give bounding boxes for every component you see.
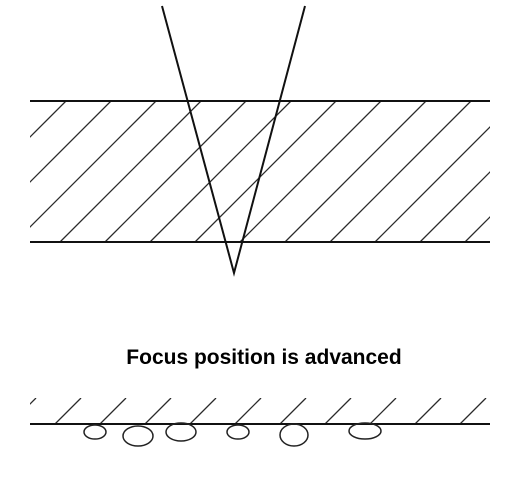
- hatch-line: [459, 398, 487, 424]
- hatch-line: [284, 101, 427, 242]
- workpiece-lower: [30, 398, 490, 447]
- hatch-line: [30, 398, 37, 405]
- bubble: [122, 425, 154, 447]
- hatch-line: [189, 398, 217, 424]
- hatch-line: [324, 398, 352, 424]
- hatch-line: [414, 398, 442, 424]
- bubble: [165, 422, 197, 442]
- hatch-line: [464, 216, 490, 242]
- hatch-line: [144, 398, 172, 424]
- hatch-line: [239, 101, 382, 242]
- hatch-line: [279, 398, 307, 424]
- hatch-line: [149, 101, 292, 242]
- bubble: [83, 424, 107, 440]
- hatch-line: [194, 101, 337, 242]
- laser-beam-cone: [161, 5, 306, 277]
- hatch-line: [234, 398, 262, 424]
- upper-hatch-pattern: [0, 101, 490, 242]
- hatch-line: [59, 101, 202, 242]
- hatch-line: [54, 398, 82, 424]
- hatch-line: [30, 101, 112, 183]
- hatch-line: [419, 171, 490, 242]
- bubble: [348, 422, 382, 440]
- hatch-line: [0, 101, 21, 242]
- caption-text: Focus position is advanced: [126, 346, 401, 369]
- lower-hatch-pattern: [30, 398, 487, 424]
- bubbles: [83, 422, 382, 447]
- bubble: [279, 423, 309, 447]
- hatch-line: [104, 101, 247, 242]
- hatch-line: [369, 398, 397, 424]
- hatch-line: [30, 101, 67, 138]
- beam-edges: [161, 5, 306, 277]
- hatch-line: [329, 101, 472, 242]
- hatch-line: [374, 126, 490, 242]
- hatch-line: [30, 101, 157, 228]
- workpiece-upper: [0, 100, 490, 243]
- bubble: [226, 424, 250, 440]
- hatch-line: [99, 398, 127, 424]
